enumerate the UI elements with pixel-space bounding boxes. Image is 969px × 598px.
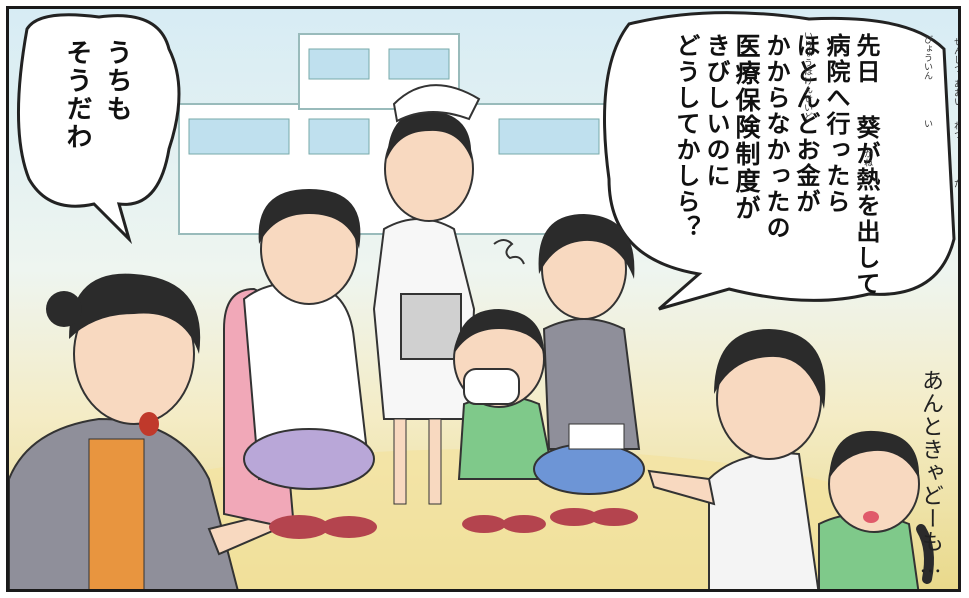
speech-line: 病院へ行ったら bbox=[822, 33, 850, 215]
girl-right-figure bbox=[818, 430, 934, 589]
furigana: だ bbox=[952, 179, 961, 188]
furigana: い bbox=[922, 119, 932, 128]
speech-line: ほとんどお金が bbox=[792, 33, 820, 215]
speech-line: 先日 葵が熱を出して bbox=[852, 33, 880, 297]
speech-bubble-left bbox=[16, 13, 181, 245]
mother-seated-figure bbox=[533, 214, 645, 526]
speech-line: どうしてかしら？ bbox=[672, 33, 700, 241]
nurse-figure bbox=[372, 84, 481, 505]
speech-bubble-left-text: うちも そうだわ bbox=[57, 39, 137, 151]
furigana: いりょうほけんせいど bbox=[802, 31, 812, 121]
speech-bubble-right bbox=[603, 11, 956, 311]
furigana: あおい bbox=[952, 79, 961, 106]
speech-line: かからなかったの bbox=[762, 33, 790, 241]
speech-line: うちも bbox=[102, 39, 132, 123]
furigana: せんじつ bbox=[952, 37, 961, 73]
speech-bubble-right-text: 先日 葵が熱を出して 病院へ行ったら ほとんどお金が かからなかったの 医療保険… bbox=[671, 33, 881, 297]
speech-line: そうだわ bbox=[62, 39, 92, 151]
mother-right-figure bbox=[647, 329, 826, 589]
furigana: かね bbox=[862, 149, 872, 167]
speech-line-emphasis: 医療保険制度が bbox=[732, 33, 761, 222]
sick-girl-figure bbox=[453, 239, 556, 533]
scene-illustration bbox=[9, 11, 956, 589]
doctor-figure bbox=[223, 189, 377, 539]
sound-effect-text: あんときゃどーも… bbox=[918, 369, 943, 579]
manga-panel: うちも そうだわ 先日 葵が熱を出して 病院へ行ったら ほとんどお金が かからな… bbox=[6, 6, 961, 592]
furigana: ねつ bbox=[952, 121, 961, 139]
furigana: びょういん bbox=[922, 35, 932, 80]
speech-line: きびしいのに bbox=[702, 33, 730, 189]
mother-left-figure bbox=[9, 273, 279, 589]
